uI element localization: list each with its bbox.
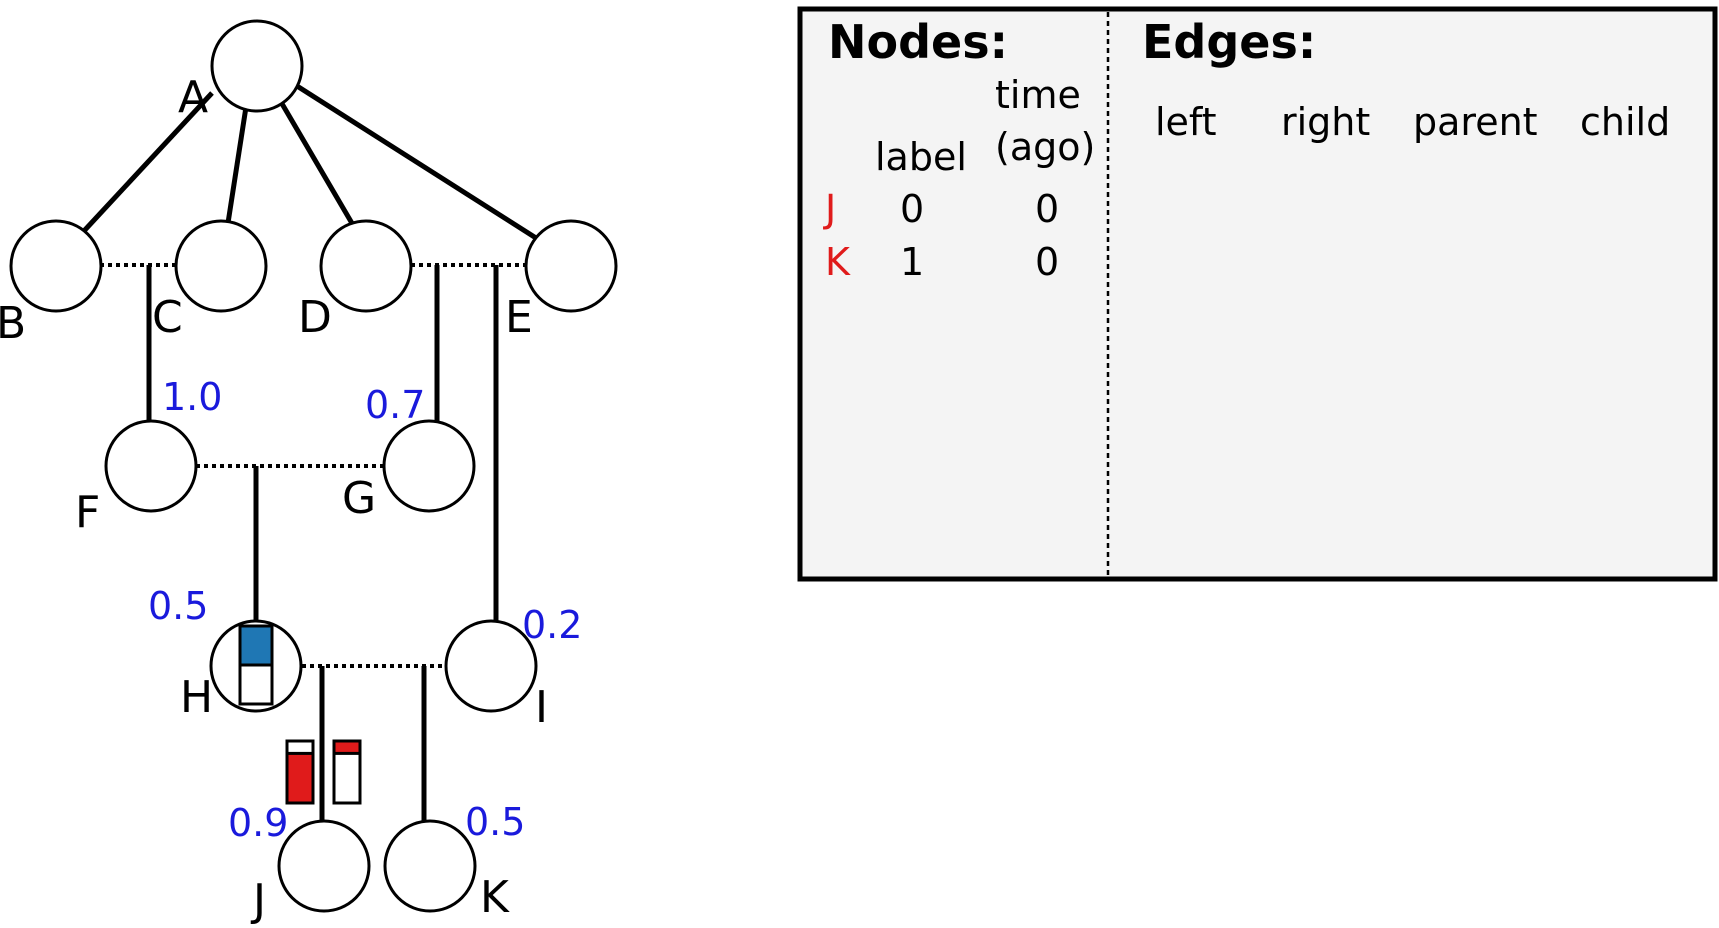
- label-h: H: [180, 672, 213, 723]
- label-f: F: [75, 487, 100, 538]
- node-labels: A B C D E F G H I J K: [0, 72, 548, 926]
- row-label: 0: [900, 187, 924, 231]
- bar-h-fill: [238, 624, 274, 667]
- bar-k-fill: [332, 739, 362, 755]
- col-left: left: [1155, 100, 1217, 144]
- weight-de-g: 0.7: [365, 383, 425, 427]
- label-a: A: [178, 72, 208, 123]
- col-label: label: [875, 135, 967, 179]
- row-label: 1: [900, 240, 924, 284]
- node-e: [524, 219, 618, 313]
- node-i: [444, 619, 538, 713]
- edge-a-e: [295, 83, 538, 241]
- label-c: C: [152, 292, 183, 343]
- col-time-line1: time: [995, 73, 1081, 117]
- col-time-line2: (ago): [995, 125, 1095, 169]
- tables-panel: Nodes: Edges: label time (ago) left righ…: [797, 6, 1718, 582]
- node-g: [382, 419, 476, 513]
- edges-header: Edges:: [1142, 15, 1316, 69]
- row-name: J: [823, 187, 836, 231]
- row-name: K: [825, 240, 851, 284]
- col-child: child: [1580, 100, 1670, 144]
- table-row: J 0 0: [823, 187, 1059, 231]
- node-b: [9, 219, 103, 313]
- edge-weights: 1.0 0.7 0.5 0.2 0.9 0.5: [148, 375, 582, 845]
- bar-k: [332, 739, 362, 805]
- node-a: [210, 19, 304, 113]
- node-c: [174, 219, 268, 313]
- node-k: [383, 819, 477, 913]
- edge-a-d: [278, 100, 356, 227]
- bar-j: [285, 739, 315, 805]
- nodes-header: Nodes:: [828, 15, 1008, 69]
- label-i: I: [535, 682, 548, 733]
- weight-fg-h: 0.5: [148, 584, 208, 628]
- node-d: [319, 219, 413, 313]
- col-right: right: [1281, 100, 1370, 144]
- col-parent: parent: [1413, 100, 1538, 144]
- weight-de-i: 0.2: [522, 603, 582, 647]
- row-time: 0: [1035, 187, 1059, 231]
- edge-a-c: [225, 106, 249, 224]
- label-j: J: [250, 875, 266, 926]
- weight-hi-j: 0.9: [228, 801, 288, 845]
- bar-j-fill: [285, 751, 315, 805]
- tree-nodes: [9, 19, 618, 913]
- table-row: K 1 0: [825, 240, 1059, 284]
- edge-a-b: [81, 91, 214, 234]
- label-b: B: [0, 298, 26, 349]
- node-j: [277, 819, 371, 913]
- bar-h: [238, 624, 274, 706]
- label-e: E: [505, 292, 533, 343]
- label-k: K: [480, 872, 510, 923]
- label-d: D: [298, 292, 332, 343]
- tree-edges: [81, 83, 538, 822]
- panel-frame: [797, 6, 1718, 582]
- node-f: [104, 419, 198, 513]
- label-g: G: [342, 473, 376, 524]
- weight-c-f: 1.0: [162, 375, 222, 419]
- weight-hi-k: 0.5: [465, 800, 525, 844]
- row-time: 0: [1035, 240, 1059, 284]
